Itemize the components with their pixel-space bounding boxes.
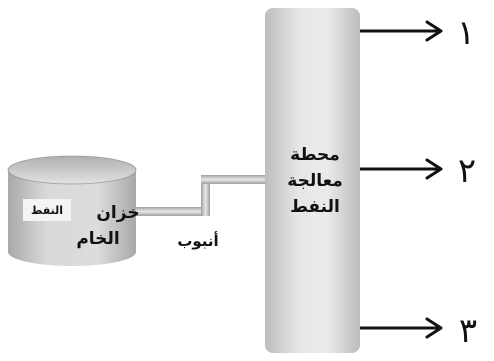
pipe — [136, 175, 269, 216]
output-arrow-3 — [360, 317, 443, 339]
tank-label-line1-word2: النفط — [31, 204, 63, 217]
plant-label-line3: النفط — [290, 197, 340, 217]
output-label-2: ٢ — [458, 151, 476, 191]
plant-label-line2: معالجة — [287, 171, 342, 191]
tank-label-line1-word1: خزان — [96, 203, 139, 223]
output-arrow-1 — [360, 20, 443, 42]
processing-plant-column — [265, 8, 360, 353]
output-arrow-2 — [360, 158, 443, 180]
plant-label-line1: محطة — [290, 145, 340, 165]
pipe-label: أنبوب — [177, 231, 218, 250]
tank-label-line2: الخام — [76, 229, 119, 249]
output-label-1: ١ — [457, 13, 475, 53]
crude-oil-tank — [7, 155, 137, 266]
output-label-3: ٣ — [459, 311, 477, 351]
